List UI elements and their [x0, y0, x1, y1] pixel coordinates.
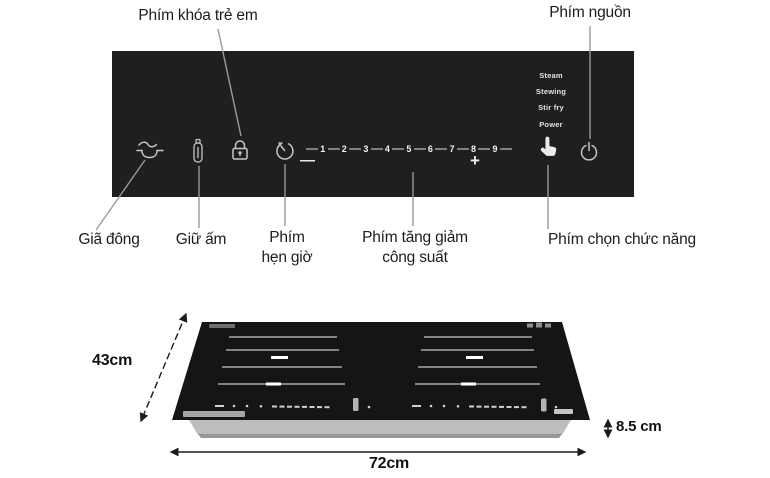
cooktop-glass [172, 322, 590, 420]
level-2: 2 [341, 144, 347, 154]
right-zone-lines [415, 336, 540, 385]
level-8: 8 [470, 144, 476, 154]
level-3: 3 [363, 144, 369, 154]
power-level-strip: 1 2 3 4 5 6 7 8 9 [306, 142, 512, 156]
level-tick [349, 148, 362, 150]
right-zone-display [466, 356, 483, 359]
brand-text-mark [183, 411, 245, 417]
left-zone-lines [218, 336, 345, 385]
mode-power: Power [539, 119, 563, 129]
keep-warm-label: Giữ ấm [175, 231, 227, 248]
depth-arrow [139, 312, 188, 423]
child-lock-label: Phím khóa trẻ em [138, 7, 258, 24]
level-tick [370, 148, 383, 150]
left-touch-strip [215, 398, 371, 411]
height-dimension-label: 8.5 cm [616, 418, 662, 435]
level-tick [327, 148, 340, 150]
leader-child-lock [217, 28, 242, 137]
level-1: 1 [320, 144, 326, 154]
plus-key: + [470, 151, 480, 170]
level-tick [456, 148, 469, 150]
defrost-icon [135, 139, 165, 161]
left-zone-display [271, 356, 288, 359]
mode-stewing: Stewing [535, 87, 567, 97]
level-5: 5 [406, 144, 412, 154]
cooktop-base [189, 420, 571, 435]
right-touch-strip [412, 398, 558, 412]
keep-warm-icon [191, 137, 205, 165]
timer-label: Phím hẹn giờ [261, 229, 313, 266]
level-7: 7 [449, 144, 455, 154]
width-dimension-label: 72cm [368, 455, 410, 472]
cooktop-illustration [172, 322, 590, 438]
mode-stir-fry: Stir fry [538, 103, 564, 113]
model-text-mark [209, 324, 235, 328]
hand-select-icon [539, 135, 561, 161]
level-4: 4 [384, 144, 390, 154]
right-zone-display-2 [461, 382, 476, 386]
function-mode-list: Steam Stewing Stir fry Power [523, 68, 579, 133]
leader-lines [95, 26, 591, 231]
level-tick [478, 148, 491, 150]
child-lock-icon [230, 138, 250, 162]
serial-text-mark [554, 409, 573, 414]
level-tick [413, 148, 426, 150]
defrost-label: Giã đông [78, 231, 140, 248]
level-tick [499, 148, 512, 150]
power-key-label: Phím nguồn [549, 4, 631, 21]
level-tick [306, 148, 318, 150]
level-tick [435, 148, 448, 150]
leader-defrost [95, 159, 146, 231]
minus-key: — [300, 152, 315, 169]
level-9: 9 [492, 144, 498, 154]
mode-steam: Steam [539, 71, 563, 80]
level-tick [392, 148, 405, 150]
timer-icon [274, 140, 296, 162]
cooktop-base-shadow [198, 434, 562, 438]
power-icon [578, 140, 600, 162]
level-6: 6 [427, 144, 433, 154]
power-adjust-label: Phím tăng giảm công suất [362, 229, 468, 266]
function-select-label: Phím chọn chức năng [548, 231, 696, 248]
left-zone-display-2 [266, 382, 281, 386]
dimension-arrows [139, 312, 613, 457]
corner-icons-mark [527, 322, 551, 328]
depth-dimension-label: 43cm [92, 352, 133, 369]
